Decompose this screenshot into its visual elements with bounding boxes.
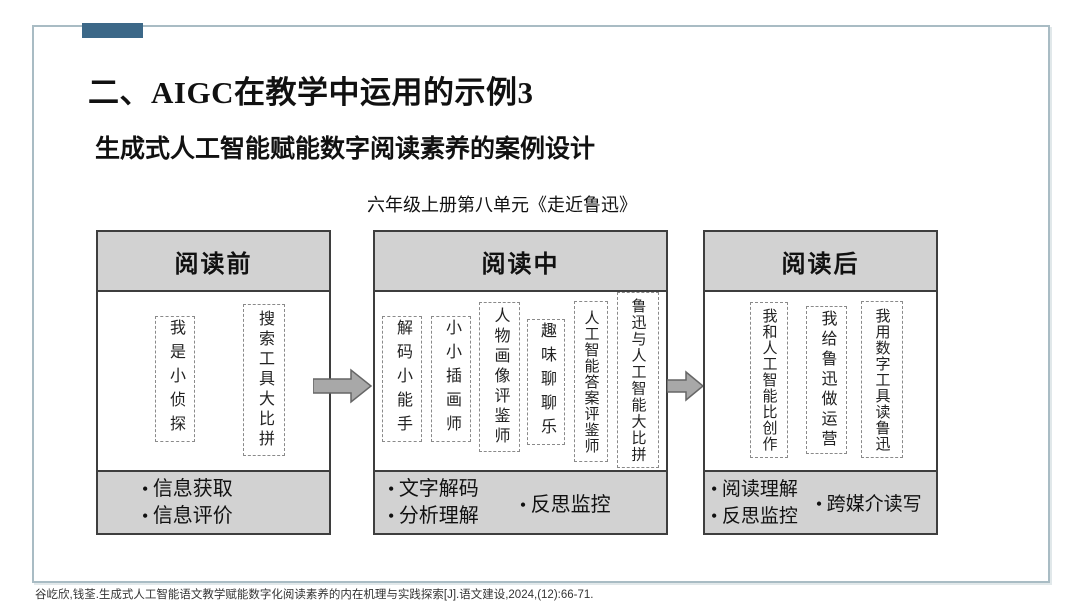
activity-box: 我用数字工具读鲁迅 bbox=[861, 301, 903, 458]
panel-after-content: 我和人工智能比创作 我给鲁迅做运营 我用数字工具读鲁迅 bbox=[705, 292, 936, 470]
activity-box: 我是小侦探 bbox=[155, 316, 195, 442]
activity-box: 鲁迅与人工智能大比拼 bbox=[617, 292, 659, 468]
panel-after-footer: 阅读理解 反思监控 跨媒介读写 bbox=[705, 470, 936, 533]
panel-during-reading: 阅读中 解码小能手 小小插画师 人物画像评鉴师 趣味聊聊乐 人工智能答案评鉴师 … bbox=[373, 230, 668, 535]
skill-item: 阅读理解 bbox=[711, 476, 798, 503]
activity-box: 小小插画师 bbox=[431, 316, 471, 442]
activity-box: 趣味聊聊乐 bbox=[527, 319, 565, 445]
activity-label: 我和人工智能比创作 bbox=[760, 308, 777, 452]
right-arrow-icon bbox=[667, 370, 705, 402]
activity-box: 人工智能答案评鉴师 bbox=[574, 301, 608, 462]
panel-before-footer: 信息获取 信息评价 bbox=[98, 470, 329, 533]
panel-after-reading: 阅读后 我和人工智能比创作 我给鲁迅做运营 我用数字工具读鲁迅 阅读理解 反思监… bbox=[703, 230, 938, 535]
activity-label: 人物画像评鉴师 bbox=[491, 307, 509, 447]
panel-before-content: 我是小侦探 搜索工具大比拼 bbox=[98, 292, 329, 470]
skill-list: 阅读理解 反思监控 bbox=[705, 476, 798, 530]
skill-item: 跨媒介读写 bbox=[816, 489, 922, 516]
activity-label: 我给鲁迅做运营 bbox=[818, 310, 836, 450]
panel-during-content: 解码小能手 小小插画师 人物画像评鉴师 趣味聊聊乐 人工智能答案评鉴师 鲁迅与人… bbox=[375, 292, 666, 470]
activity-label: 我是小侦探 bbox=[167, 319, 184, 439]
panel-during-header: 阅读中 bbox=[375, 232, 666, 292]
accent-bar bbox=[82, 23, 143, 38]
slide-canvas: 二、AIGC在教学中运用的示例3 生成式人工智能赋能数字阅读素养的案例设计 六年… bbox=[32, 23, 1050, 583]
activity-label: 鲁迅与人工智能大比拼 bbox=[629, 297, 646, 463]
skill-list: 文字解码 分析理解 bbox=[375, 476, 479, 530]
panel-during-footer: 文字解码 分析理解 反思监控 bbox=[375, 470, 666, 533]
skill-item: 信息评价 bbox=[142, 503, 233, 530]
activity-box: 我和人工智能比创作 bbox=[750, 302, 788, 458]
activity-label: 人工智能答案评鉴师 bbox=[582, 309, 599, 454]
panel-after-header: 阅读后 bbox=[705, 232, 936, 292]
panel-before-reading: 阅读前 我是小侦探 搜索工具大比拼 信息获取 信息评价 bbox=[96, 230, 331, 535]
activity-box: 人物画像评鉴师 bbox=[479, 302, 520, 452]
skill-item: 反思监控 bbox=[711, 503, 798, 530]
activity-box: 搜索工具大比拼 bbox=[243, 304, 285, 456]
skill-list: 信息获取 信息评价 bbox=[98, 476, 233, 530]
skill-item: 文字解码 bbox=[388, 476, 479, 503]
page-title: 二、AIGC在教学中运用的示例3 bbox=[88, 75, 534, 110]
activity-label: 我用数字工具读鲁迅 bbox=[873, 307, 890, 452]
activity-label: 解码小能手 bbox=[394, 319, 411, 439]
diagram-caption: 六年级上册第八单元《走近鲁迅》 bbox=[367, 195, 637, 215]
activity-label: 趣味聊聊乐 bbox=[538, 322, 555, 442]
activity-box: 解码小能手 bbox=[382, 316, 422, 442]
skill-item: 分析理解 bbox=[388, 503, 479, 530]
reference-citation: 谷屹欣,钱荃.生成式人工智能语文教学赋能数字化阅读素养的内在机理与实践探索[J]… bbox=[35, 589, 594, 601]
panel-before-header: 阅读前 bbox=[98, 232, 329, 292]
activity-box: 我给鲁迅做运营 bbox=[806, 306, 847, 454]
skill-item: 信息获取 bbox=[142, 476, 233, 503]
activity-label: 搜索工具大比拼 bbox=[256, 310, 273, 450]
right-arrow-icon bbox=[313, 368, 373, 404]
skill-item: 反思监控 bbox=[520, 488, 611, 517]
page-subtitle: 生成式人工智能赋能数字阅读素养的案例设计 bbox=[95, 136, 596, 163]
activity-label: 小小插画师 bbox=[443, 319, 460, 439]
